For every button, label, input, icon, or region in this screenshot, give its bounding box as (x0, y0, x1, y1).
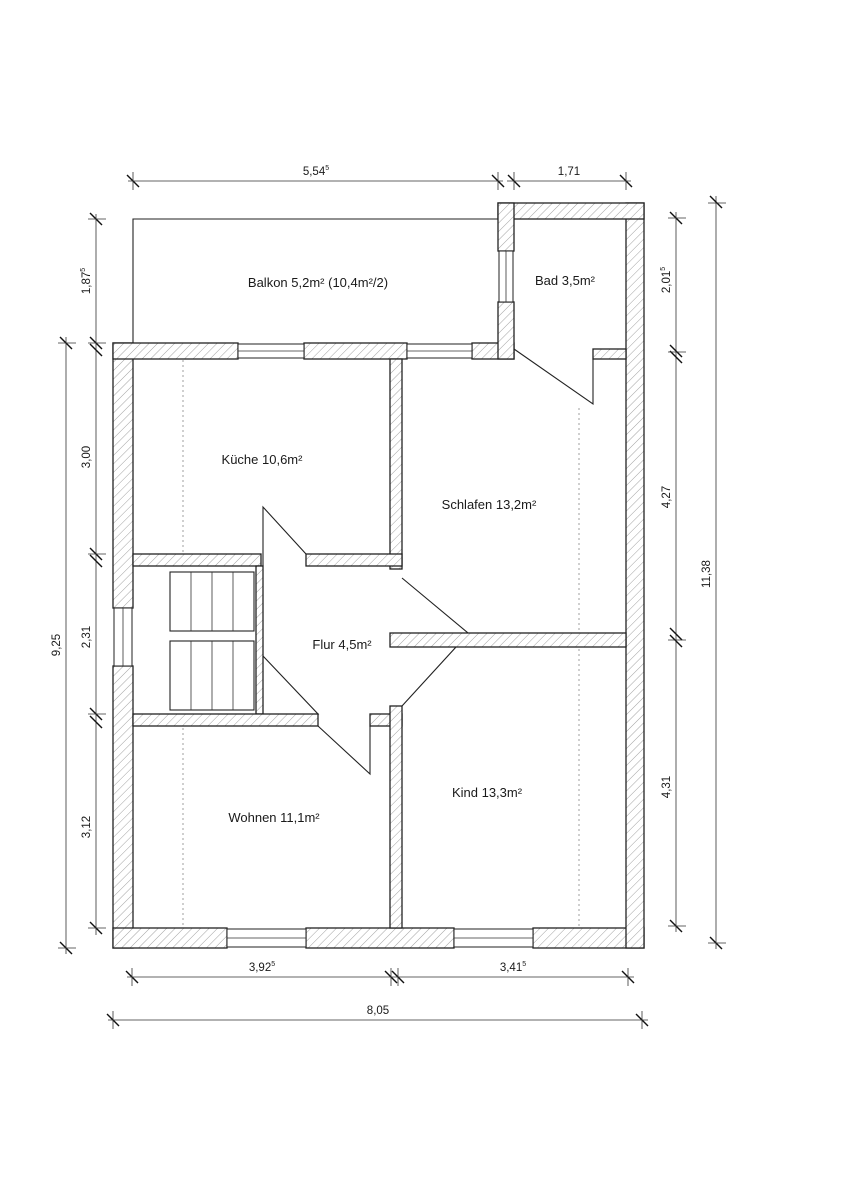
wall-center-lower (389, 705, 403, 929)
room-label-balkon: Balkon 5,2m² (10,4m²/2) (248, 275, 388, 290)
dim-left-total: 9,25 (51, 634, 63, 656)
dim-bottom-left: 3,925 (249, 961, 275, 974)
room-label-kind: Kind 13,3m² (452, 785, 523, 800)
dim-left-wohnen: 3,12 (81, 816, 93, 838)
room-label-flur: Flur 4,5m² (312, 637, 372, 652)
dim-left-balkon: 1,875 (80, 268, 93, 294)
room-label-bad: Bad 3,5m² (535, 273, 596, 288)
wall-schlafen-kind (389, 632, 627, 648)
wall-bottom-a (112, 927, 228, 949)
dimension-labels: 5,545 1,71 1,875 3,00 2,31 3,12 9,25 2,0… (51, 165, 713, 1017)
doors (262, 348, 594, 776)
wall-stairs-right (255, 565, 264, 715)
wall-bad-left-upper (497, 202, 515, 252)
wall-right (625, 202, 645, 949)
room-labels: Balkon 5,2m² (10,4m²/2) Bad 3,5m² Küche … (222, 273, 596, 825)
dim-right-schlafen: 4,27 (661, 486, 673, 508)
staircase (169, 571, 255, 711)
wall-stairs-top (132, 553, 262, 567)
dim-bottom-right: 3,415 (500, 961, 526, 974)
door-swing-kind (401, 646, 458, 707)
wall-kueche-bottom (305, 553, 403, 567)
wall-bad-top (497, 202, 645, 220)
dimension-lines (58, 172, 726, 1029)
door-swing-kueche (262, 505, 307, 566)
wall-top-a (112, 342, 239, 360)
dim-right-bad: 2,015 (660, 267, 673, 293)
wall-bad-bottom (592, 348, 627, 360)
room-label-wohnen: Wohnen 11,1m² (228, 810, 320, 825)
dim-right-total: 11,38 (701, 560, 713, 588)
wall-left-lower (112, 665, 134, 949)
wall-top-b (303, 342, 408, 360)
door-swing-schlafen (401, 577, 470, 634)
dim-left-stairs: 2,31 (81, 626, 93, 648)
door-swing-wohnen (317, 725, 371, 776)
dim-right-kind: 4,31 (661, 776, 673, 798)
walls (112, 202, 645, 949)
wall-left-upper (112, 342, 134, 609)
door-swing-bad (513, 348, 594, 406)
windows (113, 250, 534, 948)
dim-left-kueche: 3,00 (81, 446, 93, 468)
dim-top-left: 5,545 (303, 165, 329, 178)
balcony-outline (132, 218, 498, 343)
room-label-kueche: Küche 10,6m² (222, 452, 304, 467)
room-label-schlafen: Schlafen 13,2m² (442, 497, 537, 512)
hidden-lines (182, 360, 580, 926)
door-swing-stairs (262, 655, 320, 715)
wall-kueche-right (389, 358, 403, 570)
wall-bottom-b (305, 927, 455, 949)
wall-stairs-bottom (132, 713, 319, 727)
dim-top-right: 1,71 (558, 166, 580, 178)
dim-bottom-total: 8,05 (367, 1005, 389, 1017)
wall-bad-left-lower (497, 301, 515, 360)
